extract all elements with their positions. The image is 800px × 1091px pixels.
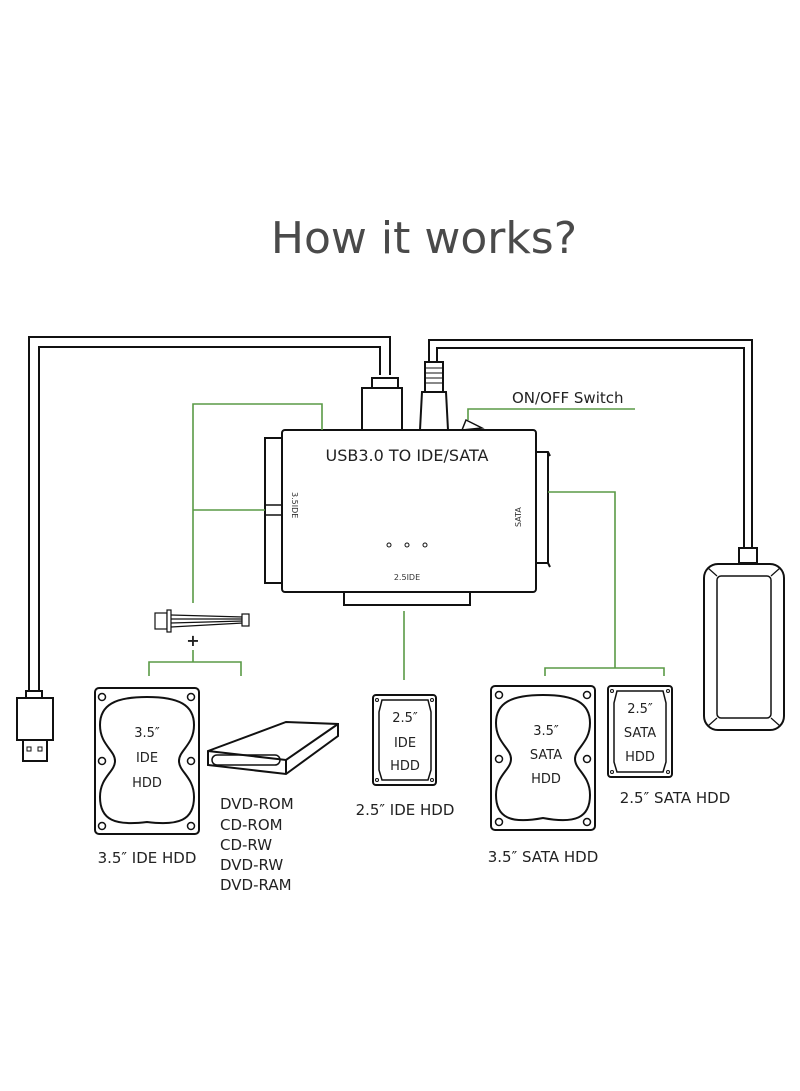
port-label-25ide: 2.5IDE xyxy=(394,573,420,582)
power-cable xyxy=(428,339,753,548)
connector-line-sata xyxy=(548,491,616,668)
on-off-switch[interactable] xyxy=(460,418,485,431)
hdd-35-sata-size: 3.5″ xyxy=(533,724,559,739)
usb-connector-icon xyxy=(361,377,403,434)
port-label-sata: SATA xyxy=(514,507,523,527)
hdd-25-ide-type: IDE xyxy=(394,736,416,751)
hdd-25-sata-caption: 2.5″ SATA HDD xyxy=(620,789,731,807)
optical-format-cd-rw: CD-RW xyxy=(220,836,272,854)
hdd-35-ide-caption: 3.5″ IDE HDD xyxy=(98,849,197,867)
hdd-35-sata-type: SATA xyxy=(530,748,562,763)
hdd-35-ide-type: IDE xyxy=(136,751,158,766)
hdd-25-ide-caption: 2.5″ IDE HDD xyxy=(356,801,455,819)
hdd-25-ide-size: 2.5″ xyxy=(392,711,418,726)
molex-power-cable-icon xyxy=(154,609,250,633)
adapter-label: USB3.0 TO IDE/SATA xyxy=(326,446,489,465)
hdd-25-ide-icon xyxy=(372,694,437,786)
port-label-35ide: 3.5IDE xyxy=(290,492,299,518)
hdd-25-sata-kind: HDD xyxy=(625,750,655,765)
dc-power-plug-icon xyxy=(418,361,450,431)
hdd-35-ide-icon xyxy=(94,687,200,835)
led-indicators xyxy=(386,542,428,548)
optical-format-dvd-ram: DVD-RAM xyxy=(220,876,292,894)
optical-format-dvd-rom: DVD-ROM xyxy=(220,795,294,813)
connector-line-left xyxy=(192,403,323,603)
usb-a-plug-icon xyxy=(16,690,54,762)
hdd-35-ide-kind: HDD xyxy=(132,776,162,791)
page-title: How it works? xyxy=(271,213,577,264)
hdd-25-ide-kind: HDD xyxy=(390,759,420,774)
hdd-35-sata-icon xyxy=(490,685,596,831)
usb-cable xyxy=(28,336,391,690)
hdd-25-sata-type: SATA xyxy=(624,726,656,741)
power-adapter-brick xyxy=(703,547,785,731)
switch-label: ON/OFF Switch xyxy=(512,389,624,407)
optical-format-cd-rom: CD-ROM xyxy=(220,816,283,834)
optical-drive-icon xyxy=(207,720,339,776)
hdd-35-sata-caption: 3.5″ SATA HDD xyxy=(488,848,599,866)
hdd-35-sata-kind: HDD xyxy=(531,772,561,787)
adapter-body xyxy=(264,429,551,606)
hdd-35-ide-size: 3.5″ xyxy=(134,726,160,741)
plus-symbol: + xyxy=(186,631,199,650)
hdd-25-sata-icon xyxy=(607,685,673,778)
optical-format-dvd-rw: DVD-RW xyxy=(220,856,283,874)
hdd-25-sata-size: 2.5″ xyxy=(627,702,653,717)
